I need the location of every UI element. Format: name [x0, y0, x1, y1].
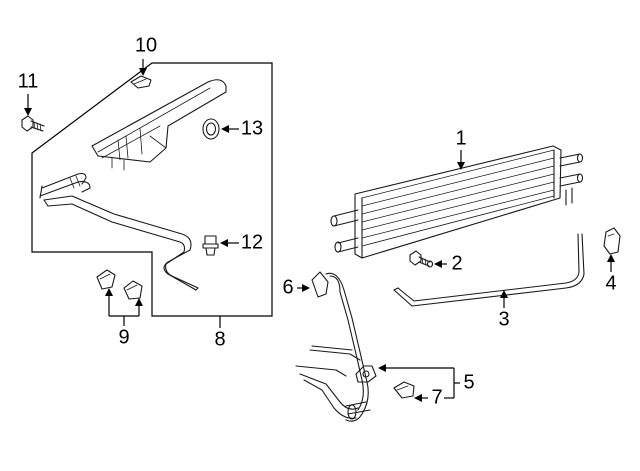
group-box-8: [31, 62, 273, 317]
cap-6[interactable]: [311, 271, 329, 298]
bolt-2[interactable]: [409, 250, 434, 268]
clip-7[interactable]: [393, 381, 415, 399]
tube-3[interactable]: [393, 233, 585, 307]
callout-2: 2: [451, 252, 462, 274]
callout-11: 11: [18, 70, 39, 92]
callout-9: 9: [118, 326, 129, 348]
callout-7: 7: [431, 386, 442, 408]
clip-4[interactable]: [603, 227, 621, 255]
deflector-bracket: [91, 79, 227, 171]
leader-lines: [24, 59, 615, 402]
bolt-11[interactable]: [21, 115, 45, 132]
callout-6: 6: [282, 276, 293, 298]
callout-8: 8: [214, 328, 225, 350]
fitting-12[interactable]: [202, 235, 219, 256]
oil-cooler-1[interactable]: [330, 145, 584, 259]
callout-3: 3: [498, 308, 509, 330]
callout-labels: 11 10 13 12 8 9 1 2 3 4 6 5 7: [18, 34, 617, 408]
grommet-13[interactable]: [202, 118, 220, 140]
clips-9[interactable]: [96, 269, 143, 300]
cooler-lines-5[interactable]: [295, 272, 377, 422]
callout-1: 1: [455, 127, 466, 149]
callout-5: 5: [463, 371, 474, 393]
callout-13: 13: [241, 117, 263, 139]
callout-10: 10: [135, 34, 157, 56]
clip-10[interactable]: [130, 75, 152, 89]
callout-4: 4: [605, 272, 616, 294]
cooler-tubes-8[interactable]: [39, 172, 199, 291]
callout-12: 12: [241, 231, 263, 253]
